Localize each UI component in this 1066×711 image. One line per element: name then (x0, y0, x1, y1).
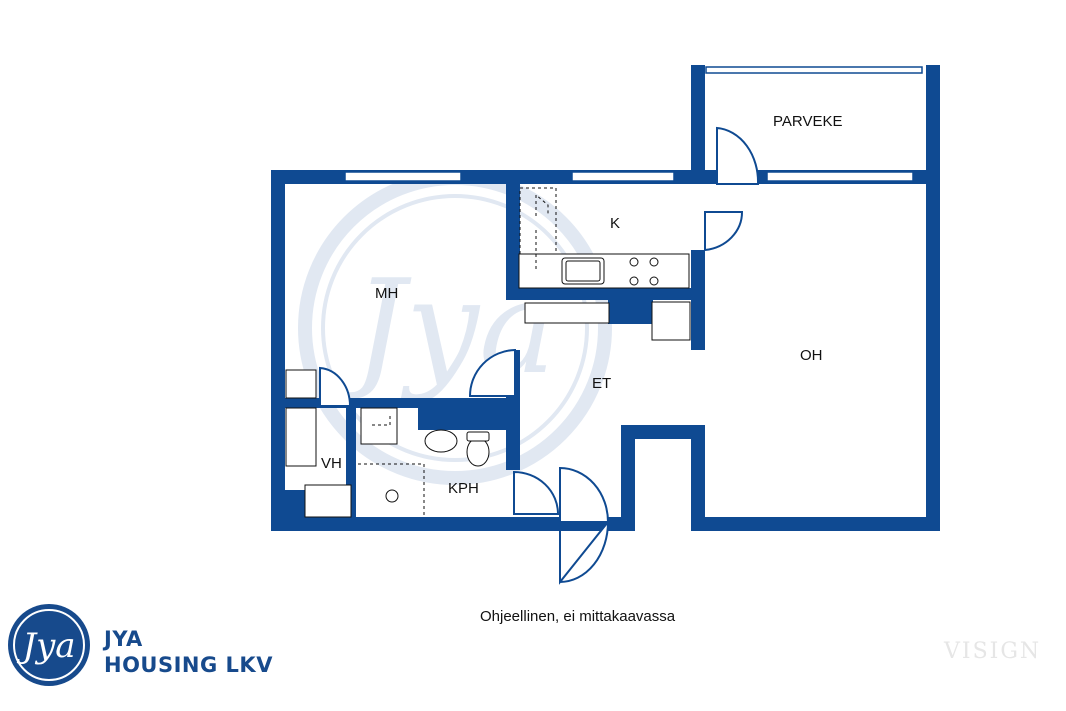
brand-line-1: JYA (104, 627, 143, 651)
fixtures (285, 253, 691, 518)
room-label-bedroom: MH (375, 285, 398, 302)
room-label-wardrobe: VH (321, 455, 342, 472)
dashed-lines (358, 187, 557, 517)
visign-watermark: VISIGN (944, 639, 1042, 664)
brand-logo: Jya (8, 604, 90, 686)
brand-logo-text: Jya (16, 626, 75, 666)
room-label-bathroom: KPH (448, 480, 479, 497)
room-label-hall: ET (592, 375, 611, 392)
caption: Ohjeellinen, ei mittakaavassa (480, 608, 676, 625)
room-label-balcony: PARVEKE (773, 113, 842, 130)
brand-name: JYA HOUSING LKV (104, 626, 273, 678)
room-label-kitchen: K (610, 215, 620, 232)
brand-line-2: HOUSING LKV (104, 653, 273, 677)
windows (344, 66, 923, 182)
doors (319, 126, 760, 585)
room-label-living: OH (800, 347, 823, 364)
